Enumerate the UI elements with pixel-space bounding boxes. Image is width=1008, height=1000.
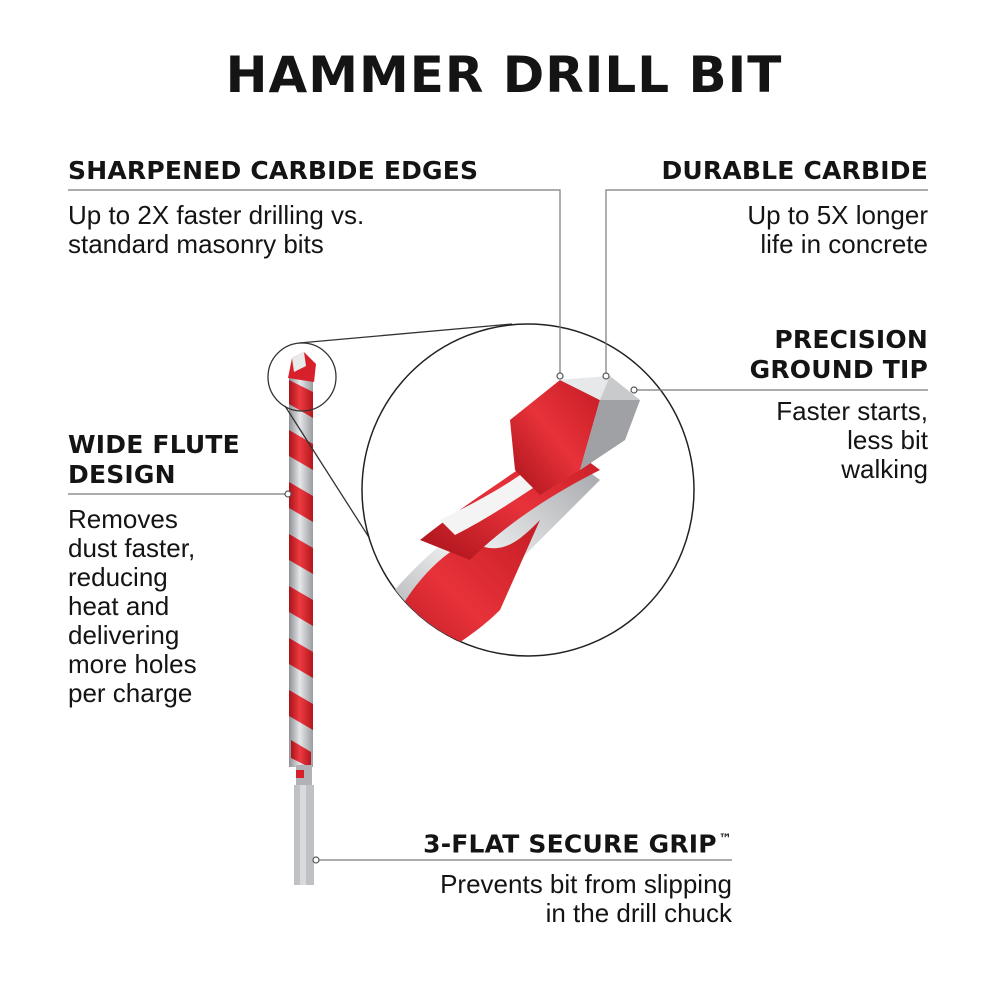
precision-tip-line-3: walking: [841, 454, 928, 484]
precision-tip-line-2: less bit: [847, 425, 928, 455]
precision-tip-heading-line-1: PRECISION: [774, 325, 928, 354]
durable-carbide-description: Up to 5X longer life in concrete: [747, 201, 928, 259]
secure-grip-line-2: in the drill chuck: [545, 898, 732, 928]
carbide-edges-line-1: Up to 2X faster drilling vs.: [68, 200, 365, 230]
precision-tip-heading: PRECISION GROUND TIP: [750, 325, 928, 385]
durable-carbide-line-1: Up to 5X longer: [747, 200, 928, 230]
page-title: HAMMER DRILL BIT: [225, 46, 783, 104]
precision-tip-description: Faster starts, less bit walking: [776, 397, 928, 484]
drill-bit-small: [288, 352, 316, 885]
wide-flute-line-3: reducing: [68, 562, 168, 592]
wide-flute-heading-line-1: WIDE FLUTE: [68, 430, 240, 459]
carbide-edges-description: Up to 2X faster drilling vs. standard ma…: [68, 201, 364, 259]
trademark-symbol: ™: [718, 832, 732, 847]
wide-flute-line-7: per charge: [68, 678, 193, 708]
carbide-edges-line-2: standard masonry bits: [68, 229, 324, 259]
wide-flute-line-4: heat and: [68, 591, 170, 621]
wide-flute-heading-line-2: DESIGN: [68, 460, 176, 489]
secure-grip-description: Prevents bit from slipping in the drill …: [440, 870, 732, 928]
durable-carbide-heading: DURABLE CARBIDE: [661, 156, 928, 185]
wide-flute-line-1: Removes: [68, 504, 178, 534]
precision-tip-line-1: Faster starts,: [776, 396, 928, 426]
wide-flute-line-2: dust faster,: [68, 533, 196, 563]
callout-lines: [68, 189, 928, 861]
carbide-edges-heading: SHARPENED CARBIDE EDGES: [68, 156, 479, 185]
wide-flute-heading: WIDE FLUTE DESIGN: [68, 430, 240, 490]
wide-flute-line-5: delivering: [68, 620, 180, 650]
secure-grip-heading-text: 3-FLAT SECURE GRIP: [423, 829, 717, 859]
wide-flute-description: Removes dust faster, reducing heat and d…: [68, 505, 197, 708]
wide-flute-line-6: more holes: [68, 649, 197, 679]
magnified-tip: [361, 323, 695, 657]
durable-carbide-line-2: life in concrete: [760, 229, 928, 259]
precision-tip-heading-line-2: GROUND TIP: [749, 355, 928, 384]
secure-grip-line-1: Prevents bit from slipping: [440, 869, 732, 899]
